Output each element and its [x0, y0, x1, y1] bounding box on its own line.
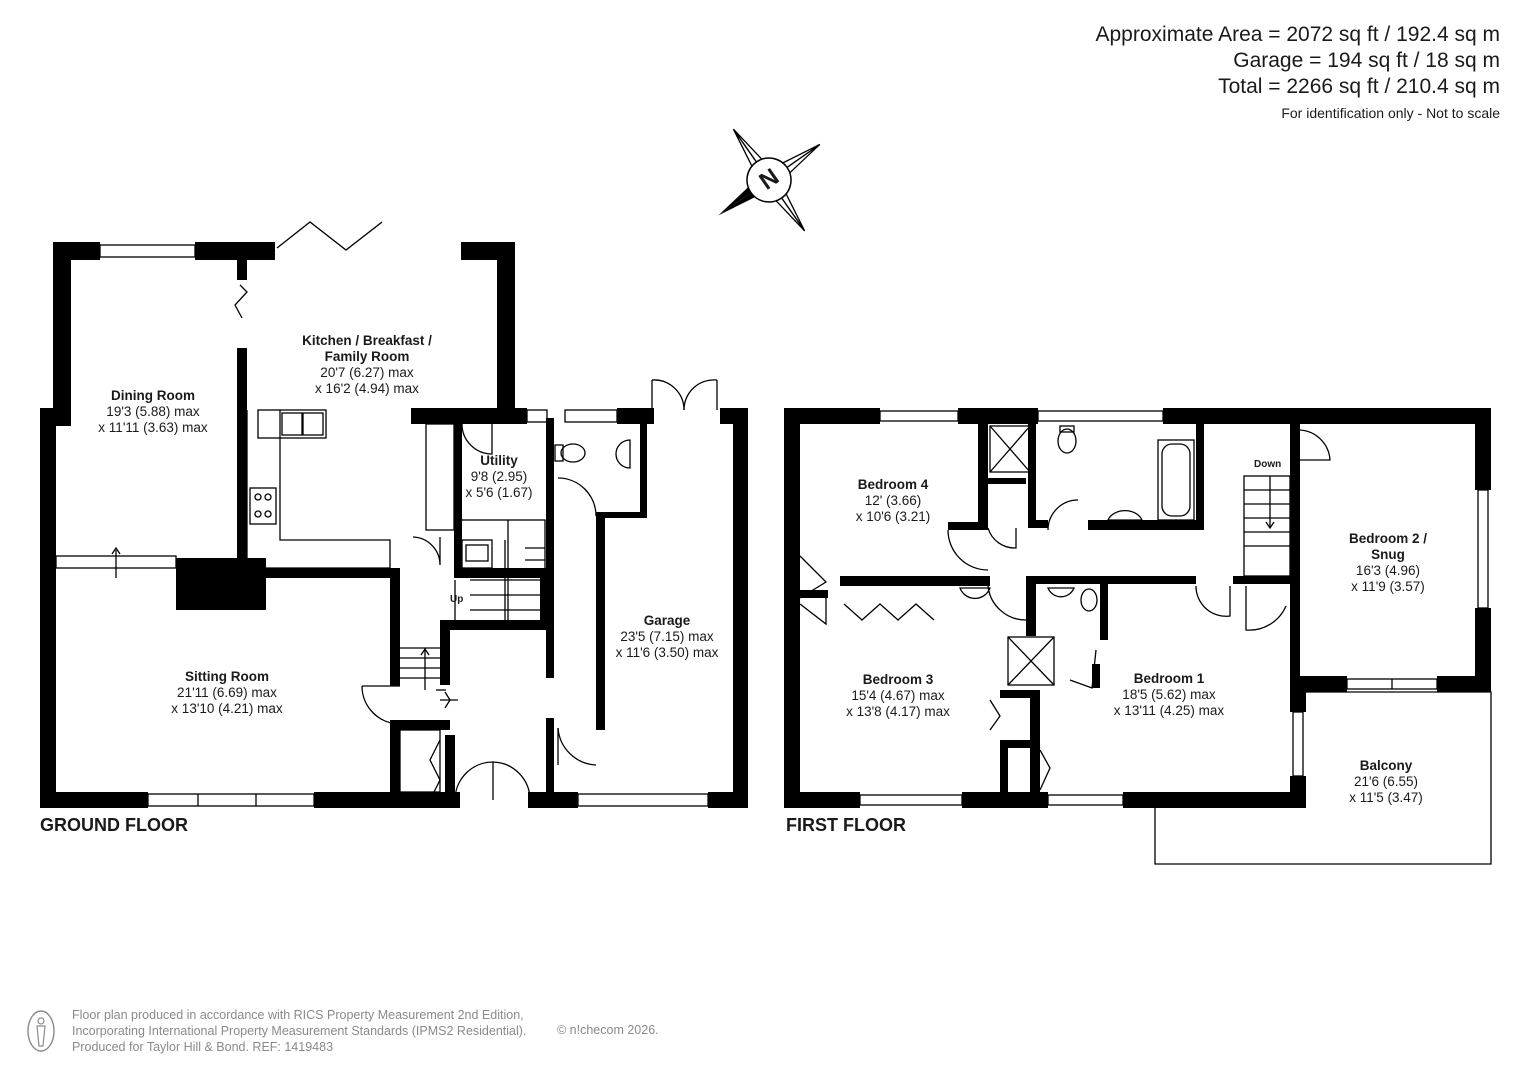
room-dimension: x 11'5 (3.47)	[1349, 790, 1423, 805]
room-utility: Utility 9'8 (2.95) x 5'6 (1.67)	[465, 453, 532, 501]
room-dimension: x 11'11 (3.63) max	[98, 420, 208, 435]
footer-line: Produced for Taylor Hill & Bond. REF: 14…	[72, 1040, 334, 1054]
footer-line: Floor plan produced in accordance with R…	[72, 1008, 524, 1022]
room-name: Kitchen / Breakfast /	[302, 333, 432, 348]
garage-area: Garage = 194 sq ft / 18 sq m	[1233, 49, 1500, 72]
total-area: Total = 2266 sq ft / 210.4 sq m	[1218, 75, 1500, 98]
room-kitchen: Kitchen / Breakfast / Family Room 20'7 (…	[302, 333, 432, 397]
room-garage: Garage 23'5 (7.15) max x 11'6 (3.50) max	[616, 613, 719, 661]
room-sitting: Sitting Room 21'11 (6.69) max x 13'10 (4…	[171, 669, 282, 717]
room-name: Bedroom 4	[857, 477, 929, 492]
copyright-text: © n!checom 2026.	[557, 1023, 659, 1037]
stairs-up-label: Up	[450, 594, 464, 605]
room-dimension: 15'4 (4.67) max	[851, 688, 945, 703]
room-bedroom-1: Bedroom 1 18'5 (5.62) max x 13'11 (4.25)…	[1114, 671, 1224, 719]
room-dimension: 18'5 (5.62) max	[1122, 687, 1216, 702]
room-name: Dining Room	[110, 388, 195, 403]
compass-rose	[718, 128, 821, 232]
room-dimension: 9'8 (2.95)	[470, 469, 528, 484]
room-dimension: x 5'6 (1.67)	[465, 485, 533, 500]
room-dimension: 12' (3.66)	[864, 493, 922, 508]
room-dining: Dining Room 19'3 (5.88) max x 11'11 (3.6…	[98, 388, 207, 436]
room-name-line2: Snug	[1371, 547, 1405, 562]
room-name: Bedroom 1	[1133, 671, 1205, 686]
room-dimension: x 16'2 (4.94) max	[315, 381, 419, 396]
room-name: Bedroom 3	[862, 672, 934, 687]
ground-floor-walls	[40, 242, 748, 808]
person-scale-icon	[27, 1010, 55, 1052]
room-name: Balcony	[1359, 758, 1413, 773]
room-balcony: Balcony 21'6 (6.55) x 11'5 (3.47)	[1349, 758, 1423, 806]
room-dimension: x 11'9 (3.57)	[1351, 579, 1425, 594]
scale-note: For identification only - Not to scale	[1281, 105, 1500, 121]
room-dimension: x 10'6 (3.21)	[855, 509, 931, 524]
room-bedroom-3: Bedroom 3 15'4 (4.67) max x 13'8 (4.17) …	[846, 672, 950, 720]
first-floor-walls	[784, 408, 1491, 808]
room-dimension: x 13'10 (4.21) max	[171, 701, 283, 716]
room-dimension: 21'11 (6.69) max	[177, 685, 277, 700]
room-name: Garage	[643, 613, 691, 628]
room-dimension: x 11'6 (3.50) max	[615, 645, 719, 660]
room-bedroom-4: Bedroom 4 12' (3.66) x 10'6 (3.21)	[856, 477, 931, 525]
room-name: Utility	[480, 453, 518, 468]
room-name-line2: Family Room	[324, 349, 410, 364]
room-dimension: 20'7 (6.27) max	[320, 365, 414, 380]
room-dimension: x 13'8 (4.17) max	[846, 704, 950, 719]
ground-floor-title: GROUND FLOOR	[40, 815, 188, 835]
approximate-area: Approximate Area = 2072 sq ft / 192.4 sq…	[1095, 23, 1501, 46]
ground-floor-thin-lines	[55, 221, 718, 807]
room-dimension: x 13'11 (4.25) max	[1113, 703, 1225, 718]
room-bedroom-2: Bedroom 2 / Snug 16'3 (4.96) x 11'9 (3.5…	[1349, 531, 1427, 595]
room-dimension: 21'6 (6.55)	[1353, 774, 1419, 789]
footer-line: Incorporating International Property Mea…	[72, 1024, 527, 1038]
stairs-down-label: Down	[1254, 459, 1282, 470]
first-floor-thin-lines	[799, 410, 1492, 865]
room-dimension: 16'3 (4.96)	[1355, 563, 1421, 578]
room-name: Sitting Room	[184, 669, 269, 684]
room-dimension: 19'3 (5.88) max	[106, 404, 200, 419]
first-floor-title: FIRST FLOOR	[786, 815, 906, 835]
footer-text: Floor plan produced in accordance with R…	[72, 1007, 526, 1055]
room-name: Bedroom 2 /	[1348, 531, 1428, 546]
room-dimension: 23'5 (7.15) max	[620, 629, 714, 644]
